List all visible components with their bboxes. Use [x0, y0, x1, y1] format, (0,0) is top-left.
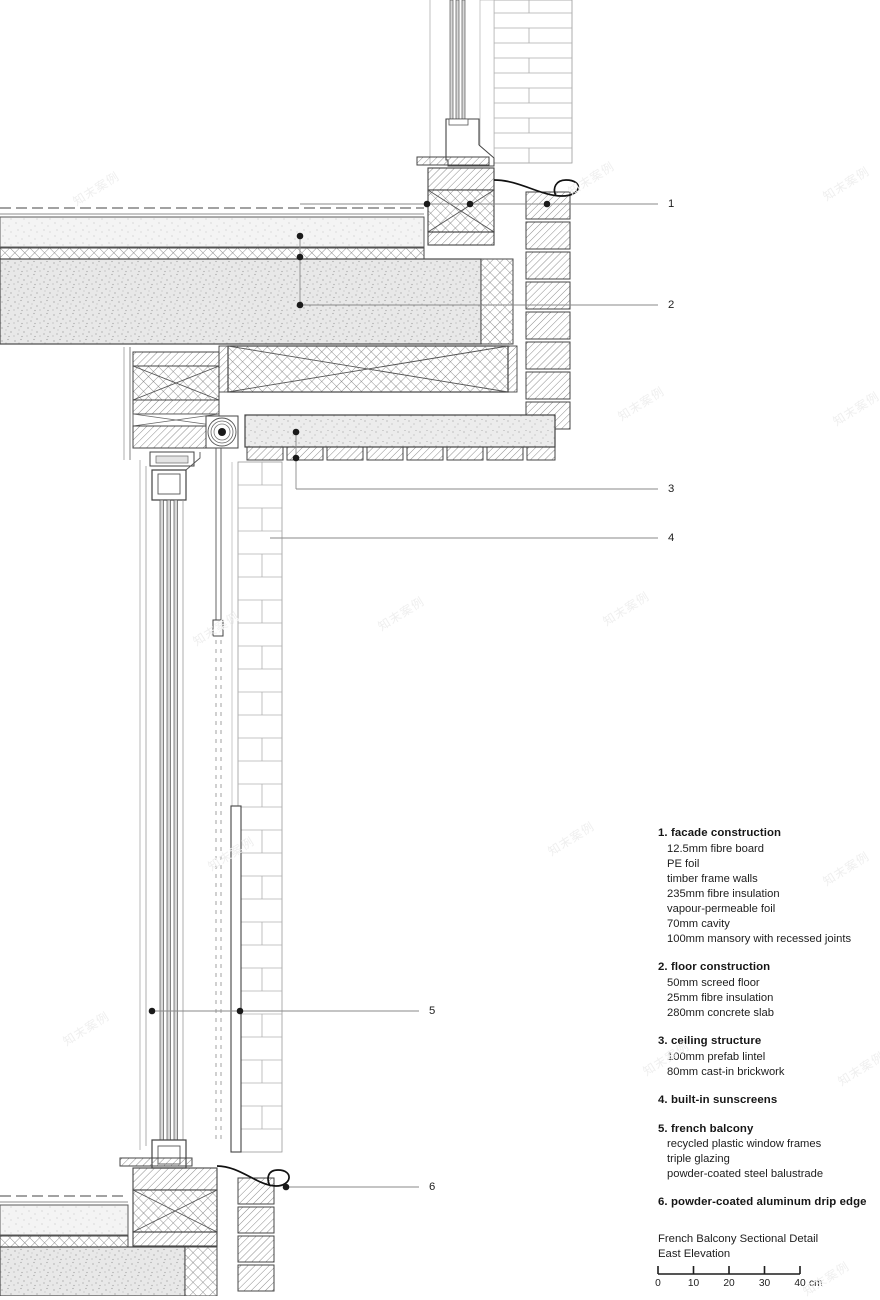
callout-number-1: 1 — [668, 198, 675, 210]
masonry-facade-lower — [231, 461, 283, 1153]
legend-heading: 5. french balcony — [658, 1122, 754, 1135]
legend-heading: 1. facade construction — [658, 827, 782, 839]
legend-heading: 2. floor construction — [658, 961, 771, 974]
legend-line: 12.5mm fibre board — [667, 842, 765, 855]
masonry-outer-leaf-upper — [479, 0, 573, 164]
legend-line: vapour-permeable foil — [667, 902, 776, 915]
title-line-2: East Elevation — [658, 1248, 731, 1261]
legend-entry-6: 6. powder-coated aluminum drip edge — [658, 1195, 873, 1211]
masonry-outer-leaf-sill — [525, 191, 571, 430]
title-block: French Balcony Sectional Detail East Ele… — [658, 1232, 873, 1262]
sill-and-drip-edge-upper — [416, 156, 580, 430]
sill-and-drip-edge-lower — [119, 1157, 290, 1292]
scale-bar-graphic — [657, 1266, 801, 1275]
leader-lines — [152, 203, 658, 1188]
legend-line: triple glazing — [667, 1153, 730, 1166]
legend-heading: 4. built-in sunscreens — [658, 1093, 778, 1106]
scale-unit-label: cm — [809, 1278, 823, 1289]
scale-tick-label: 10 — [687, 1278, 700, 1289]
callout-number-2: 2 — [668, 299, 675, 311]
legend-line: recycled plastic window frames — [667, 1138, 822, 1151]
floor-construction-lower — [0, 1195, 218, 1296]
sunscreen-roller-mechanism — [205, 415, 239, 1140]
legend-panel: 1. facade construction 12.5mm fibre board… — [658, 826, 873, 1224]
legend-line: PE foil — [667, 857, 700, 870]
ceiling-prefab-lintel — [244, 414, 556, 461]
legend-line: 70mm cavity — [667, 918, 730, 931]
scale-tick-label: 30 — [758, 1278, 771, 1289]
upper-glazing-assembly — [429, 0, 495, 167]
legend-entry-4: 4. built-in sunscreens — [658, 1093, 873, 1109]
callout-number-5: 5 — [429, 1005, 436, 1017]
scale-tick-label: 0 — [655, 1278, 661, 1289]
legend-line: timber frame walls — [667, 872, 758, 885]
callout-number-3: 3 — [668, 483, 675, 495]
title-line-1: French Balcony Sectional Detail — [658, 1233, 819, 1245]
legend-line: 280mm concrete slab — [667, 1007, 774, 1020]
legend-line: 100mm prefab lintel — [667, 1050, 766, 1063]
legend-line: 50mm screed floor — [667, 976, 760, 989]
legend-heading: 3. ceiling structure — [658, 1035, 762, 1048]
legend-line: 100mm mansory with recessed joints — [667, 933, 852, 946]
scale-tick-label: 40 — [794, 1278, 806, 1289]
legend-line: 25mm fibre insulation — [667, 991, 774, 1004]
legend-heading: 6. powder-coated aluminum drip edge — [658, 1196, 867, 1209]
legend-entry-2: 2. floor construction 50mm screed floor 25… — [658, 960, 873, 1021]
callout-number-4: 4 — [668, 532, 675, 544]
legend-line: 80mm cast-in brickwork — [667, 1065, 785, 1078]
scale-tick-label: 20 — [723, 1278, 735, 1289]
timber-frame-and-lintel — [123, 345, 518, 460]
legend-entry-3: 3. ceiling structure 100mm prefab lintel 8… — [658, 1034, 873, 1080]
legend-entry-1: 1. facade construction 12.5mm fibre board… — [658, 826, 873, 947]
legend-line: powder-coated steel balustrade — [667, 1168, 824, 1181]
floor-construction-upper — [0, 207, 514, 345]
french-balcony-glazing — [139, 451, 242, 1169]
legend-entry-5: 5. french balcony recycled plastic window… — [658, 1122, 873, 1183]
callout-number-6: 6 — [429, 1181, 436, 1193]
leader-dots — [148, 200, 551, 1191]
legend-line: 235mm fibre insulation — [667, 887, 780, 900]
